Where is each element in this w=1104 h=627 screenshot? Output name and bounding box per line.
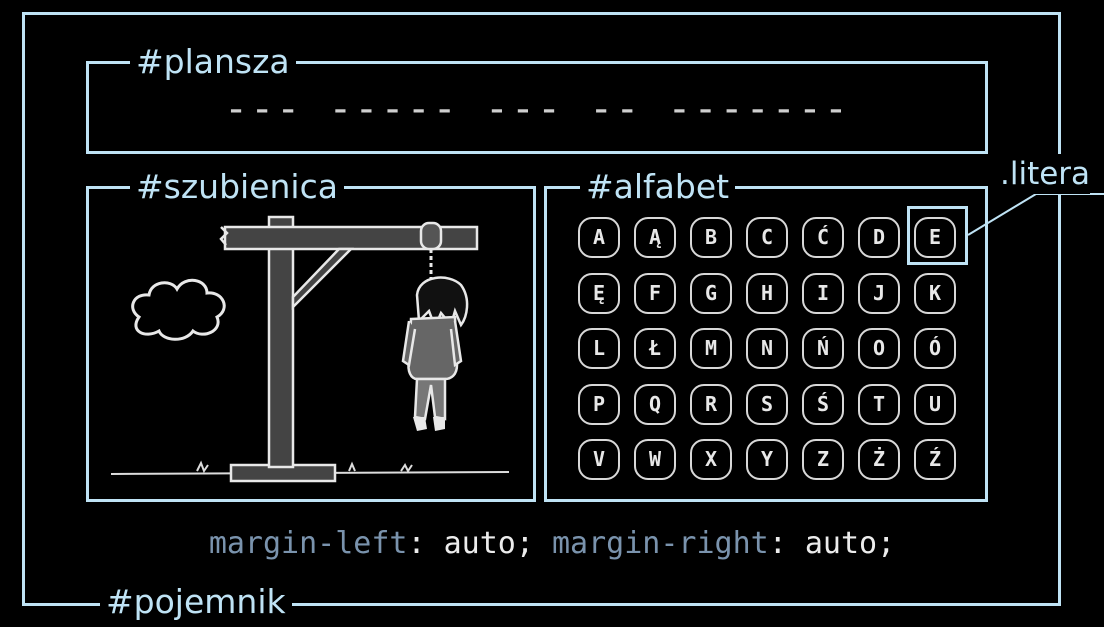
css-rule-text: margin-left: auto; margin-right: auto; xyxy=(0,526,1104,561)
letter-button[interactable]: F xyxy=(634,272,676,314)
letter-button[interactable]: E xyxy=(914,217,956,258)
letter-button[interactable]: W xyxy=(634,439,676,480)
letter-button[interactable]: B xyxy=(690,217,732,258)
rope-knot xyxy=(419,221,443,251)
gallows-brace xyxy=(291,247,355,311)
letter-button[interactable]: R xyxy=(690,383,732,425)
letter-button[interactable]: Ś xyxy=(802,383,844,425)
gallows-pole xyxy=(267,215,295,469)
letter-button[interactable]: Y xyxy=(746,439,788,480)
letter-button[interactable]: C xyxy=(746,217,788,258)
letter-button[interactable]: A xyxy=(578,217,620,258)
letter-button[interactable]: H xyxy=(746,272,788,314)
cloud-icon xyxy=(131,278,226,341)
letter-button[interactable]: Ą xyxy=(634,217,676,258)
letter-button[interactable]: M xyxy=(690,328,732,369)
letter-button[interactable]: L xyxy=(578,328,620,369)
letter-button[interactable]: T xyxy=(858,383,900,425)
litera-highlight-box xyxy=(907,206,968,265)
gallows-panel-szubienica xyxy=(86,186,536,502)
label-pojemnik: #pojemnik xyxy=(100,582,292,622)
css-prop-margin-left: margin-left xyxy=(208,526,408,561)
masked-phrase: --- ----- --- -- ------- xyxy=(224,86,850,132)
letter-button[interactable]: Ż xyxy=(858,439,900,480)
letter-button[interactable]: G xyxy=(690,272,732,314)
letter-button[interactable]: J xyxy=(858,272,900,314)
letter-button[interactable]: U xyxy=(914,383,956,425)
label-alfabet: #alfabet xyxy=(580,167,736,207)
alphabet-panel-alfabet xyxy=(544,186,988,502)
container-pojemnik xyxy=(22,12,1061,606)
label-plansza: #plansza xyxy=(130,42,296,82)
letter-button[interactable]: Ę xyxy=(578,272,620,314)
callout-line xyxy=(967,193,1104,236)
letter-button[interactable]: Z xyxy=(802,439,844,480)
letter-button[interactable]: Ł xyxy=(634,328,676,369)
letter-button[interactable]: D xyxy=(858,217,900,258)
letter-button[interactable]: X xyxy=(690,439,732,480)
letter-button[interactable]: K xyxy=(914,272,956,314)
css-prop-margin-right: margin-right xyxy=(552,526,769,561)
letter-button[interactable]: N xyxy=(746,328,788,369)
hangman-drawing xyxy=(110,215,510,483)
hanged-figure xyxy=(401,276,469,431)
board-plansza: --- ----- --- -- ------- xyxy=(86,61,988,154)
callout-label-litera: .litera xyxy=(1000,154,1091,194)
css-value-1: : auto; xyxy=(407,526,534,561)
letter-button[interactable]: Ó xyxy=(914,328,956,369)
letter-button[interactable]: Ć xyxy=(802,217,844,258)
letter-button[interactable]: O xyxy=(858,328,900,369)
label-szubienica: #szubienica xyxy=(130,167,344,207)
css-value-2: : auto; xyxy=(768,526,896,561)
letter-button[interactable]: P xyxy=(578,383,620,425)
letter-button[interactable]: I xyxy=(802,272,844,314)
letter-button[interactable]: V xyxy=(578,439,620,480)
letter-button[interactable]: Ź xyxy=(914,439,956,480)
letter-button[interactable]: S xyxy=(746,383,788,425)
letter-button[interactable]: Q xyxy=(634,383,676,425)
letter-button[interactable]: Ń xyxy=(802,328,844,369)
